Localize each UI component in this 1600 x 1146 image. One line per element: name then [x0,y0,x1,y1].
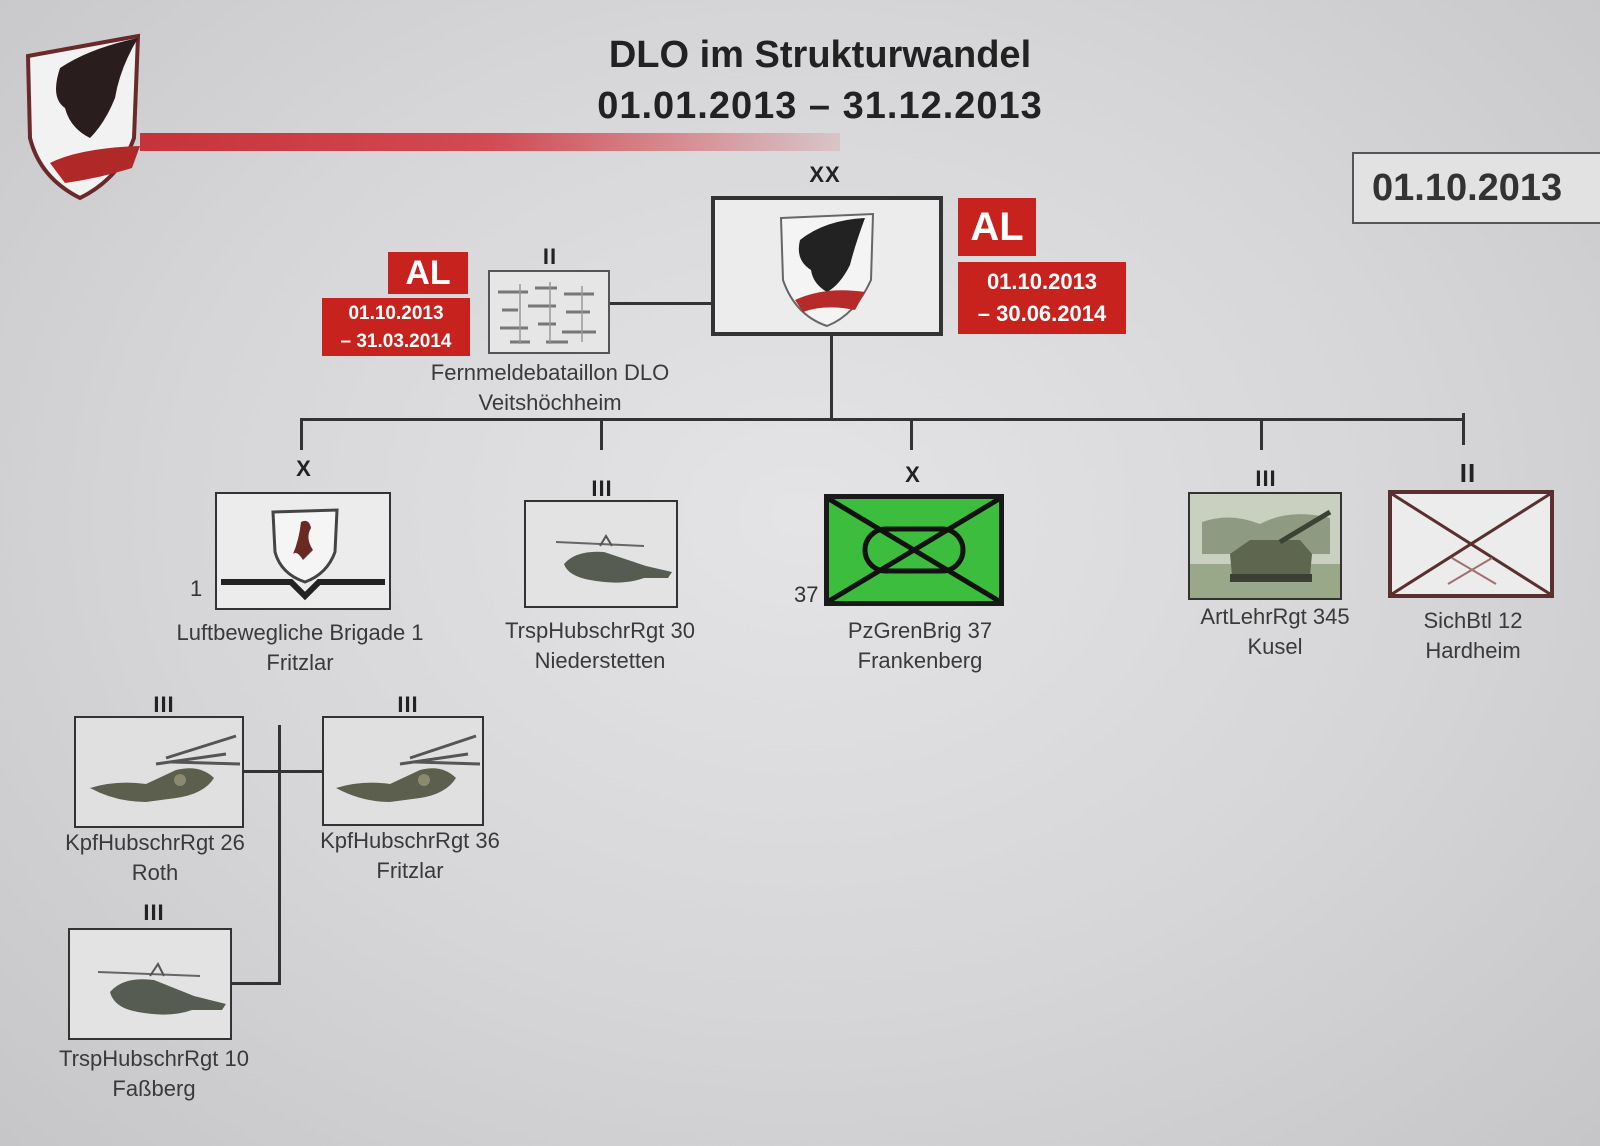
rgt-30-unit-box[interactable] [524,500,678,608]
rgt-26-label-location: Roth [131,860,179,885]
rgt-30-label-location: Niederstetten [534,648,666,673]
title-period: 01.01.2013 – 31.12.2013 [597,85,1043,127]
signal-label: Fernmeldebataillon DLO Veitshöchheim [390,358,710,418]
transport-helicopter-icon [526,502,676,606]
brig-37-unit-box[interactable] [824,494,1004,606]
connector-main-bus [300,418,1464,421]
hq-unit-box[interactable] [711,196,943,336]
rgt-36-label-name: KpfHubschrRgt 36 [320,828,500,853]
attack-helicopter-icon [324,718,482,824]
rgt-26-echelon: III [153,692,175,717]
self-propelled-howitzer-icon [1190,494,1340,598]
brig-37-label-name: PzGrenBrig 37 [847,618,993,643]
connector-hq-signal [608,302,712,305]
rgt-36-label: KpfHubschrRgt 36 Fritzlar [290,826,530,886]
connector-drop-2 [600,418,603,450]
connector-26-36 [244,770,324,773]
rgt-30-label: TrspHubschrRgt 30 Niederstetten [460,616,740,676]
brig-37-echelon: X [905,462,921,487]
rgt-26-unit-box[interactable] [74,716,244,828]
date-stamp: 01.10.2013 [1352,152,1600,224]
btl-12-unit-box[interactable] [1388,490,1554,598]
rgt-10-label-location: Faßberg [112,1076,196,1101]
header-red-stripe [140,133,840,151]
brigade-1-label-location: Fritzlar [266,650,334,675]
hq-al-period: 01.10.2013 – 30.06.2014 [958,262,1126,334]
rgt-30-label-name: TrspHubschrRgt 30 [505,618,695,643]
rgt-10-echelon: III [143,900,165,925]
rgt-36-label-location: Fritzlar [376,858,444,883]
connector-brigade-bus [278,725,281,985]
eagle-crest-icon [779,212,875,328]
signal-al-end: – 31.03.2014 [340,331,452,352]
brigade-1-echelon: X [296,456,312,481]
brigade-1-unit-box[interactable] [215,492,391,610]
rgt-26-label: KpfHubschrRgt 26 Roth [30,828,280,888]
hq-echelon: XX [809,162,841,187]
hq-al-badge: AL [958,198,1036,256]
signal-unit-box[interactable] [488,270,610,354]
rgt-36-echelon: III [397,692,419,717]
connector-drop-4 [1260,418,1263,450]
airborne-brigade-crest-icon [221,508,385,601]
brigade-1-label: Luftbewegliche Brigade 1 Fritzlar [140,618,460,678]
attack-helicopter-icon [76,718,242,826]
signal-al-badge: AL [388,252,468,294]
connector-drop-5 [1462,413,1465,445]
rgt-345-unit-box[interactable] [1188,492,1342,600]
infantry-security-icon [1392,494,1550,594]
rgt-345-echelon: III [1255,466,1277,491]
brig-37-label: PzGrenBrig 37 Frankenberg [780,616,1060,676]
signal-echelon: II [542,244,558,269]
rgt-10-unit-box[interactable] [68,928,232,1040]
rgt-10-label-name: TrspHubschrRgt 10 [59,1046,249,1071]
page-title: DLO im Strukturwandel 01.01.2013 – 31.12… [540,30,1100,132]
btl-12-label-name: SichBtl 12 [1423,608,1523,633]
brigade-1-number: 1 [190,576,203,601]
transport-helicopter-icon [70,930,230,1038]
btl-12-label-location: Hardheim [1425,638,1521,663]
signal-al-period: 01.10.2013 – 31.03.2014 [322,298,470,356]
rgt-36-unit-box[interactable] [322,716,484,826]
brig-37-number: 37 [794,582,819,607]
rgt-30-echelon: III [591,476,613,501]
brig-37-label-location: Frankenberg [857,648,983,673]
rgt-26-label-name: KpfHubschrRgt 26 [65,830,245,855]
rgt-345-label-name: ArtLehrRgt 345 [1200,604,1350,629]
hq-al-end: – 30.06.2014 [977,301,1107,326]
connector-hq-down [830,336,833,420]
rgt-345-label-location: Kusel [1247,634,1303,659]
signal-label-name: Fernmeldebataillon DLO [430,360,670,385]
mechanized-infantry-icon [829,499,999,601]
signal-al-start: 01.10.2013 [348,303,444,324]
connector-10 [232,982,280,985]
brigade-1-label-name: Luftbewegliche Brigade 1 [176,620,424,645]
signal-label-location: Veitshöchheim [478,390,622,415]
connector-drop-1 [300,418,303,450]
rgt-345-label: ArtLehrRgt 345 Kusel [1150,602,1400,662]
hq-al-start: 01.10.2013 [986,269,1098,294]
btl-12-label: SichBtl 12 Hardheim [1350,606,1596,666]
dlo-logo [20,28,145,203]
title-text: DLO im Strukturwandel [608,34,1032,76]
btl-12-echelon: II [1459,458,1477,488]
signal-unit-icon [490,272,608,352]
connector-drop-3 [910,418,913,450]
rgt-10-label: TrspHubschrRgt 10 Faßberg [24,1044,284,1104]
